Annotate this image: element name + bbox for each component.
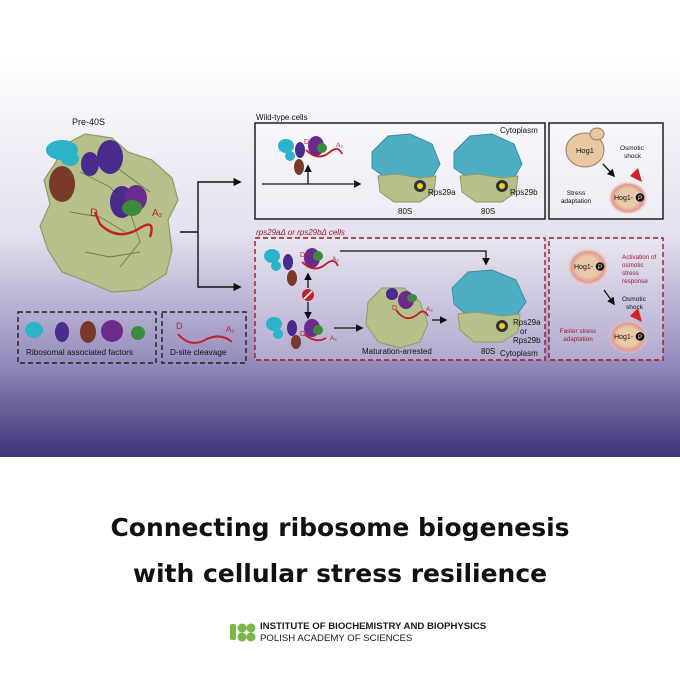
mutant-shock: shock: [626, 304, 644, 311]
mutant-factor-cluster-top: [264, 248, 339, 286]
wildtype-cytoplasm: Cytoplasm: [500, 126, 538, 135]
pre40s-d-site: D: [90, 207, 98, 219]
mutant-hog1-p-cell-top: [567, 248, 609, 286]
legend-factors-box: [17, 311, 157, 364]
wt-osmotic: Osmotic: [620, 145, 645, 152]
mutant-arrow-top-right: [340, 250, 490, 266]
activation-4: response: [622, 278, 648, 285]
mutant-osmotic: Osmotic: [622, 296, 647, 303]
hog1-label: Hog1: [576, 146, 594, 155]
maturation-arrested-particle: [365, 287, 429, 349]
wt-stress: Stress: [567, 190, 586, 197]
legend-factors-shapes: [25, 320, 145, 343]
mutant-or: or: [520, 327, 527, 336]
pre40s-factors: [46, 140, 147, 218]
maturation-arrested-label: Maturation-arrested: [362, 347, 432, 356]
faster-2: adaptation: [563, 336, 593, 343]
hog1-cell: [565, 132, 605, 168]
wt-hog1p-label: Hog1-: [614, 195, 634, 202]
p-badge-icon: [595, 262, 605, 271]
mutant-top-a2: A₂: [332, 256, 339, 263]
mutant-cytoplasm: Cytoplasm: [500, 349, 538, 358]
branch-arrow: [180, 177, 242, 233]
pre40s-subunit: [39, 133, 179, 293]
mutant-bottom-d: D: [300, 331, 305, 338]
mutant-80s-label: 80S: [481, 347, 495, 356]
wildtype-a2: A₂: [336, 142, 343, 149]
caption-line-1: Connecting ribosome biogenesis: [110, 513, 570, 542]
mutant-hog1p-bottom: Hog1-: [614, 334, 634, 341]
wt-arrow: [602, 163, 616, 178]
arrested-d: D: [392, 305, 397, 312]
mutant-p-bottom: P: [638, 335, 642, 341]
pre40s-label: Pre-40S: [72, 117, 105, 127]
mutant-rps29b: Rps29b: [513, 336, 541, 345]
osmotic-shock-icon: [630, 308, 642, 322]
caption-line-2: with cellular stress resilience: [132, 559, 548, 588]
legend-cleavage-box: [161, 311, 247, 364]
activation-3: stress: [622, 270, 639, 277]
wildtype-80s-a-label: 80S: [398, 207, 412, 216]
wildtype-80s-a: [371, 133, 441, 203]
arrested-a2: A₂: [426, 306, 433, 313]
hog1-p-cell: [608, 181, 648, 215]
legend-d: D: [176, 321, 183, 331]
ribosome-biogenesis-diagram: Pre-40S D A₂ Ribosomal associated factor…: [0, 52, 680, 457]
mutant-hog1-arrow: [603, 289, 615, 306]
academy-name: POLISH ACADEMY OF SCIENCES: [260, 633, 413, 644]
institute-logo: INSTITUTE OF BIOCHEMISTRY AND BIOPHYSICS…: [229, 620, 489, 646]
mutant-label: rps29aΔ or rps29bΔ cells: [256, 228, 345, 237]
wildtype-d: D: [304, 139, 309, 146]
mutant-hog1p-top: Hog1-: [574, 264, 594, 271]
activation-1: Activation of: [622, 254, 657, 261]
wt-shock: shock: [624, 153, 642, 160]
institute-name: INSTITUTE OF BIOCHEMISTRY AND BIOPHYSICS: [260, 621, 487, 632]
legend-cleavage-rna: [177, 333, 233, 344]
wt-adaptation: adaptation: [561, 198, 592, 205]
wildtype-rps29a: Rps29a: [428, 188, 456, 197]
wildtype-label: Wild-type cells: [256, 113, 308, 122]
pre40s-a2-site: A₂: [152, 208, 163, 219]
wildtype-factor-cluster: [278, 136, 343, 175]
mutant-80s: [451, 269, 527, 343]
osmotic-shock-icon: [630, 168, 642, 182]
wildtype-rps29b: Rps29b: [510, 188, 538, 197]
legend-cleavage-label: D-site cleavage: [170, 348, 227, 357]
caption: Connecting ribosome biogenesis with cell…: [0, 505, 680, 597]
wt-p-text: P: [638, 196, 642, 202]
mutant-rps29a: Rps29a: [513, 318, 541, 327]
branch-arrow: [197, 232, 242, 292]
p-badge-icon: [635, 193, 645, 202]
p-badge-icon: [635, 332, 645, 341]
wildtype-80s-b: [453, 133, 523, 203]
wildtype-80s-b-label: 80S: [481, 207, 495, 216]
mutant-hog1-p-cell-bottom: [608, 320, 648, 354]
faster-1: Faster stress: [560, 328, 596, 335]
pre40s-rna-tail: [93, 211, 153, 238]
mutant-factor-cluster-bottom: [266, 317, 327, 349]
legend-a2: A₂: [226, 325, 234, 334]
activation-2: osmotic: [622, 262, 644, 269]
ibb-logo-icon: [230, 623, 256, 642]
mutant-top-d: D: [300, 252, 305, 259]
mutant-bottom-a2: A₂: [330, 335, 337, 342]
mutant-p-top: P: [598, 265, 602, 271]
legend-factors-label: Ribosomal associated factors: [26, 348, 133, 357]
